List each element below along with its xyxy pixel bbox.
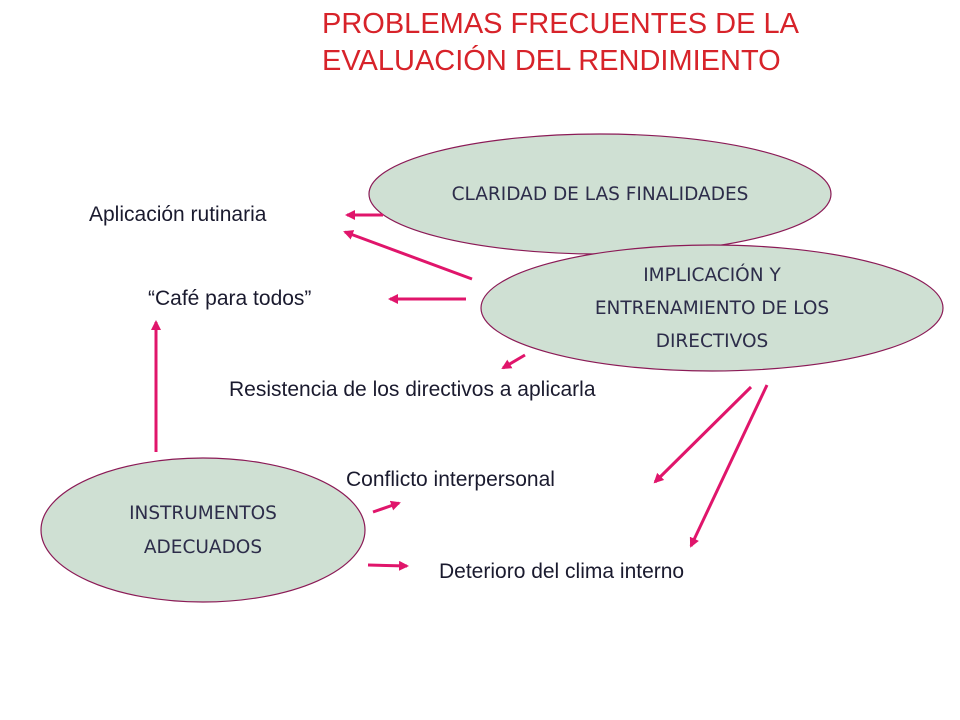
page-title-line2: EVALUACIÓN DEL RENDIMIENTO bbox=[322, 45, 781, 77]
page-title: PROBLEMAS FRECUENTES DE LA EVALUACIÓN DE… bbox=[322, 6, 799, 80]
ellipse-implicacion bbox=[480, 244, 944, 372]
problem-deterioro: Deterioro del clima interno bbox=[439, 560, 685, 583]
arrow-implicacion-to-deterioro bbox=[689, 384, 769, 548]
problem-conflicto: Conflicto interpersonal bbox=[346, 468, 555, 491]
arrow-implicacion-to-resistencia bbox=[501, 353, 526, 370]
implicacion-label-line3: DIRECTIVOS bbox=[655, 330, 769, 352]
problem-resistencia: Resistencia de los directivos a aplicarl… bbox=[229, 378, 596, 401]
ellipse-claridad-label: CLARIDAD DE LAS FINALIDADES bbox=[369, 164, 831, 224]
ellipse-implicacion-label: IMPLICACIÓN Y ENTRENAMIENTO DE LOS DIREC… bbox=[481, 254, 943, 362]
implicacion-label-line2: ENTRENAMIENTO DE LOS bbox=[594, 297, 830, 319]
arrow-implicacion-to-conflicto bbox=[653, 385, 753, 484]
page-title-line1: PROBLEMAS FRECUENTES DE LA bbox=[322, 8, 799, 40]
arrow-instrumentos-to-deterioro bbox=[367, 560, 409, 571]
instrumentos-label-line2: ADECUADOS bbox=[143, 537, 263, 558]
claridad-label-line1: CLARIDAD DE LAS FINALIDADES bbox=[451, 183, 749, 205]
ellipse-instrumentos bbox=[40, 457, 366, 603]
instrumentos-label-line1: INSTRUMENTOS bbox=[129, 503, 277, 524]
problem-cafe-para-todos: “Café para todos” bbox=[148, 287, 312, 310]
arrow-instrumentos-to-conflicto bbox=[372, 500, 401, 514]
ellipse-instrumentos-label: INSTRUMENTOS ADECUADOS bbox=[41, 496, 365, 566]
implicacion-label-line1: IMPLICACIÓN Y bbox=[643, 264, 781, 286]
problem-aplicacion-rutinaria: Aplicación rutinaria bbox=[89, 203, 267, 226]
arrow-implicacion-to-aplicacion bbox=[343, 230, 473, 281]
